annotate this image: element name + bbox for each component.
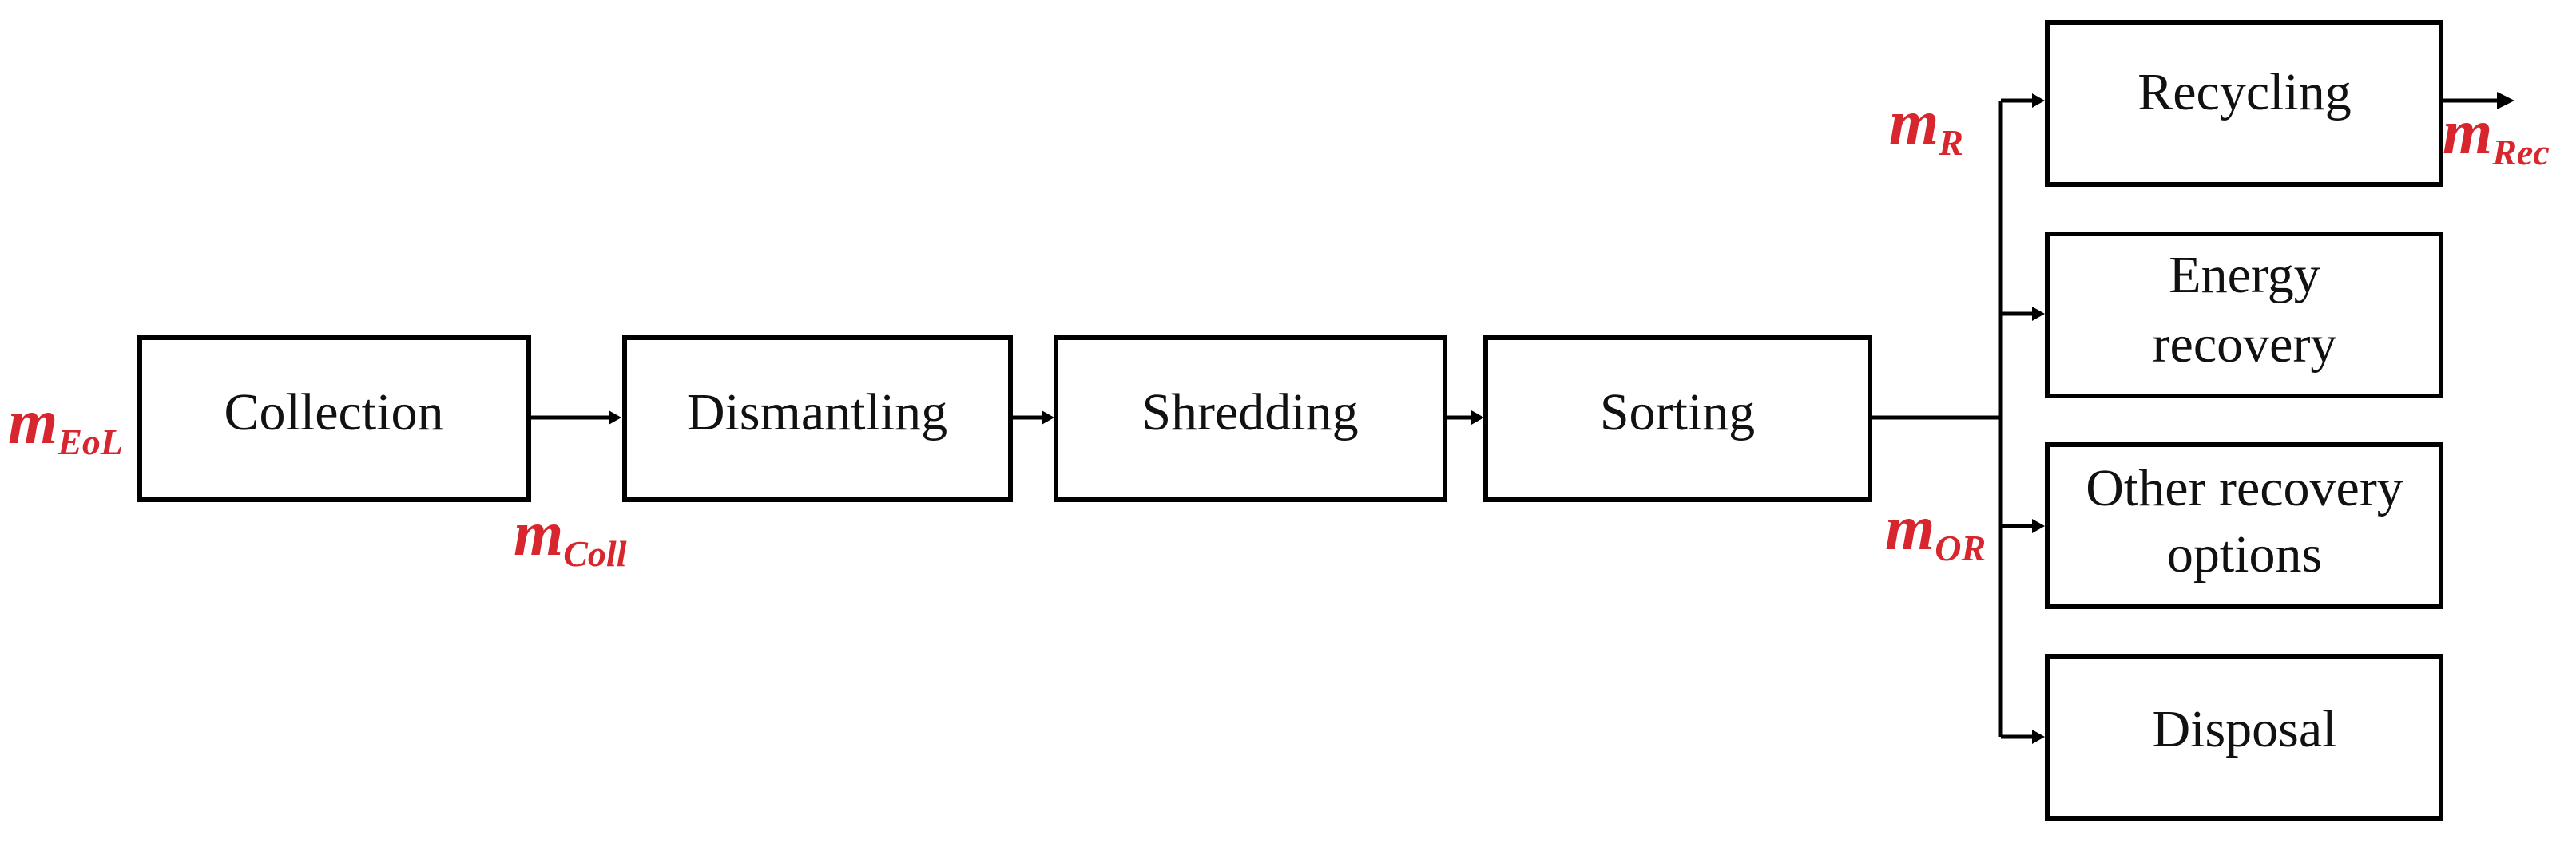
flow-label-m-r: mR [1889, 88, 1963, 163]
flow-label-m-rec: mRec [2443, 97, 2550, 172]
flow-label-m-coll: mColl [514, 499, 627, 574]
other-recovery-label-line2: options [2167, 525, 2322, 584]
disposal-label: Disposal [2153, 700, 2337, 758]
arrowhead-recycling [2032, 93, 2045, 108]
energy-recovery-label-line2: recovery [2153, 315, 2337, 374]
arrowhead-dismantling [609, 410, 621, 425]
dismantling-label: Dismantling [687, 383, 947, 441]
arrowhead-disposal [2032, 730, 2045, 744]
arrowhead-recycling-output [2497, 92, 2514, 109]
other-recovery-box: Other recovery options [2045, 442, 2443, 609]
arrowhead-shredding [1042, 410, 1054, 425]
connectors [530, 92, 2514, 744]
disposal-box: Disposal [2045, 654, 2443, 821]
energy-recovery-box: Energy recovery [2045, 232, 2443, 398]
shredding-label: Shredding [1141, 383, 1358, 441]
shredding-box: Shredding [1054, 335, 1447, 502]
recycling-label: Recycling [2137, 63, 2352, 121]
sorting-label: Sorting [1600, 383, 1755, 441]
arrowhead-other-recovery [2032, 519, 2045, 533]
arrowhead-sorting [1471, 410, 1484, 425]
collection-box: Collection [137, 335, 531, 502]
flow-label-m-or: mOR [1885, 493, 1986, 568]
sorting-box: Sorting [1483, 335, 1872, 502]
collection-label: Collection [224, 383, 444, 441]
recycling-box: Recycling [2045, 20, 2443, 187]
flow-label-m-eol: mEoL [8, 387, 123, 462]
energy-recovery-label-line1: Energy [2169, 246, 2320, 304]
arrowhead-energy-recovery [2032, 307, 2045, 321]
other-recovery-label-line1: Other recovery [2086, 459, 2403, 517]
dismantling-box: Dismantling [622, 335, 1013, 502]
